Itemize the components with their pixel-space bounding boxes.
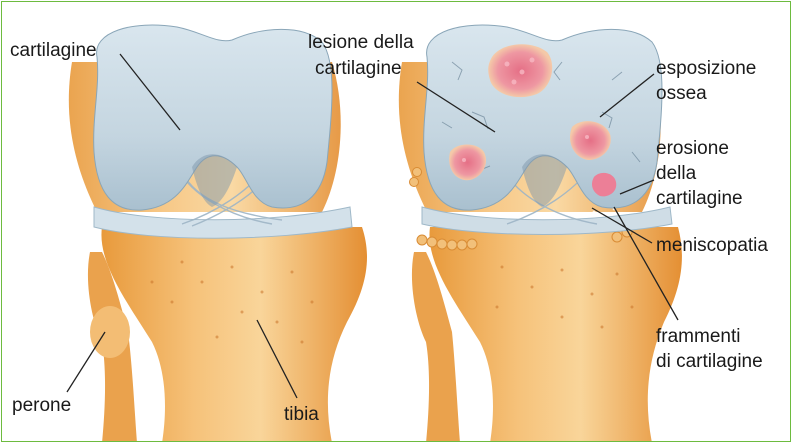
label-perone: perone <box>12 395 71 416</box>
label-lesione-line1: lesione della <box>308 32 414 53</box>
label-erosione-line3: cartilagine <box>656 188 743 209</box>
label-tibia: tibia <box>284 404 319 425</box>
label-erosione-line1: erosione <box>656 138 729 159</box>
label-erosione-line2: della <box>656 163 697 184</box>
label-frammenti-line2: di cartilagine <box>656 351 763 372</box>
label-cartilagine: cartilagine <box>10 40 97 61</box>
label-meniscopatia: meniscopatia <box>656 235 768 256</box>
label-frammenti-line1: frammenti <box>656 326 740 347</box>
label-esposizione-line1: esposizione <box>656 58 756 79</box>
label-lesione-line2: cartilagine <box>315 58 402 79</box>
healthy-knee <box>69 25 367 442</box>
label-esposizione-line2: ossea <box>656 83 707 104</box>
damaged-knee <box>399 25 682 442</box>
